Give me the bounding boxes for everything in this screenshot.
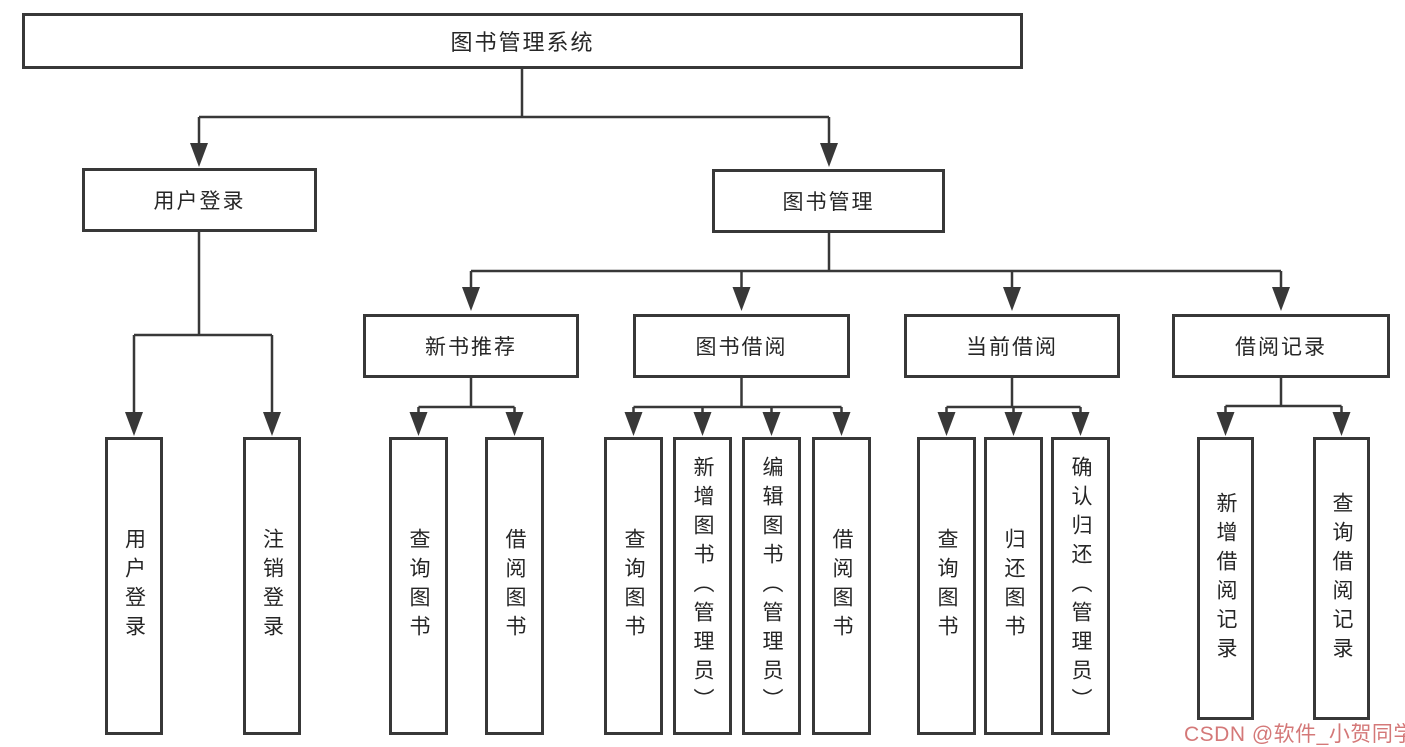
leaf-query-books-borrow: 查询图书 (604, 437, 663, 735)
leaf-add-borrow-record: 新增借阅记录 (1197, 437, 1254, 720)
leaf-edit-book-admin: 编辑图书（管理员） (742, 437, 801, 735)
node-borrow-records: 借阅记录 (1172, 314, 1390, 378)
node-label: 用户登录 (122, 528, 146, 644)
node-label: 查询借阅记录 (1330, 491, 1354, 666)
leaf-logout: 注销登录 (243, 437, 301, 735)
leaf-confirm-return-admin: 确认归还（管理员） (1051, 437, 1110, 735)
node-label: 借阅图书 (503, 528, 527, 644)
arrowheads (125, 143, 1351, 436)
node-book-management: 图书管理 (712, 169, 945, 233)
node-label: 查询图书 (407, 528, 431, 644)
node-label: 新增借阅记录 (1214, 491, 1238, 666)
leaf-query-books-current: 查询图书 (917, 437, 976, 735)
node-label: 新增图书（管理员） (691, 455, 715, 717)
node-label: 确认归还（管理员） (1069, 455, 1093, 717)
node-label: 用户登录 (153, 190, 246, 213)
node-book-borrow: 图书借阅 (633, 314, 850, 378)
node-current-borrow: 当前借阅 (904, 314, 1120, 378)
leaf-query-books-recommend: 查询图书 (389, 437, 448, 735)
node-label: 借阅图书 (830, 528, 854, 644)
leaf-query-borrow-record: 查询借阅记录 (1313, 437, 1370, 720)
node-label: 图书管理系统 (450, 30, 595, 55)
node-label: 查询图书 (935, 528, 959, 644)
node-label: 图书管理 (782, 191, 875, 214)
node-label: 新书推荐 (425, 336, 517, 359)
leaf-borrow-books: 借阅图书 (812, 437, 871, 735)
node-label: 图书借阅 (695, 336, 788, 359)
connector-paths (132, 69, 1343, 416)
node-label: 当前借阅 (966, 336, 1058, 359)
node-user-login: 用户登录 (82, 168, 317, 232)
leaf-return-book: 归还图书 (984, 437, 1043, 735)
node-new-book-recommend: 新书推荐 (363, 314, 579, 378)
node-library-management-system: 图书管理系统 (22, 13, 1023, 69)
node-label: 注销登录 (260, 528, 284, 644)
leaf-borrow-books-recommend: 借阅图书 (485, 437, 544, 735)
node-label: 查询图书 (622, 528, 646, 644)
node-label: 借阅记录 (1235, 336, 1327, 359)
watermark: CSDN @软件_小贺同学 (1184, 723, 1405, 746)
node-label: 归还图书 (1002, 528, 1026, 644)
node-label: 编辑图书（管理员） (760, 455, 784, 717)
leaf-add-book-admin: 新增图书（管理员） (673, 437, 732, 735)
leaf-user-login: 用户登录 (105, 437, 163, 735)
